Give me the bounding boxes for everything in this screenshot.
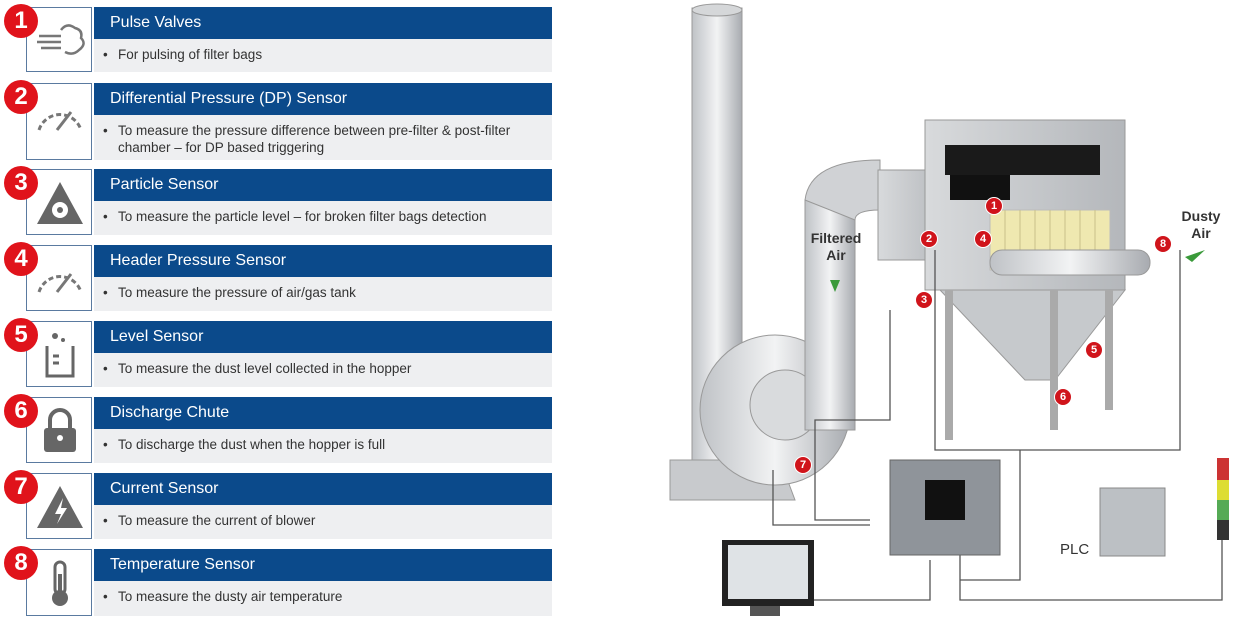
sensor-title: Header Pressure Sensor	[94, 245, 552, 277]
sensor-item-3: Particle Sensor To measure the particle …	[0, 166, 552, 235]
sensor-description: To measure the dusty air temperature	[94, 581, 552, 616]
sensor-item-7: Current Sensor To measure the current of…	[0, 470, 552, 539]
number-badge: 2	[4, 80, 38, 114]
number-badge: 4	[4, 242, 38, 276]
lock-icon	[44, 408, 76, 452]
diagram-badge-4: 4	[974, 230, 992, 248]
sensor-description: For pulsing of filter bags	[94, 39, 552, 72]
number-badge: 5	[4, 318, 38, 352]
thermometer-icon	[52, 560, 68, 606]
number-badge: 1	[4, 4, 38, 38]
radiation-warning-icon	[37, 182, 83, 224]
sensor-title: Current Sensor	[94, 473, 552, 505]
sensor-item-1: Pulse Valves For pulsing of filter bags …	[0, 4, 552, 72]
sensor-description: To measure the pressure of air/gas tank	[94, 277, 552, 311]
sensor-item-6: Discharge Chute To discharge the dust wh…	[0, 394, 552, 463]
sensor-item-4: Header Pressure Sensor To measure the pr…	[0, 242, 552, 311]
sensor-title: Pulse Valves	[94, 7, 552, 39]
diagram-badge-6: 6	[1054, 388, 1072, 406]
sensor-title: Particle Sensor	[94, 169, 552, 201]
sensor-title: Temperature Sensor	[94, 549, 552, 581]
diagram-badge-3: 3	[915, 291, 933, 309]
number-badge: 8	[4, 546, 38, 580]
plc-label: PLC	[1060, 541, 1090, 558]
diagram-badge-5: 5	[1085, 341, 1103, 359]
sensor-description: To discharge the dust when the hopper is…	[94, 429, 552, 463]
sensor-description: To measure the dust level collected in t…	[94, 353, 552, 387]
sensor-icon-box	[26, 473, 92, 539]
filtered-air-label: Filtered Air	[810, 230, 862, 263]
sensor-description: To measure the particle level – for brok…	[94, 201, 552, 235]
sensor-item-5: Level Sensor To measure the dust level c…	[0, 318, 552, 387]
sensor-title: Discharge Chute	[94, 397, 552, 429]
dust-collector-diagram: Filtered Air Dusty Air PLC 1 2 3 4 5 6 7…	[660, 0, 1250, 616]
dust-collector-illustration	[669, 3, 1229, 616]
air-puff-icon	[37, 24, 85, 55]
sensor-title: Differential Pressure (DP) Sensor	[94, 83, 552, 115]
diagram-badge-8: 8	[1154, 235, 1172, 253]
dusty-air-label: Dusty Air	[1181, 208, 1221, 241]
diagram-badge-1: 1	[985, 197, 1003, 215]
electric-warning-icon	[37, 486, 83, 528]
sensor-item-2: Differential Pressure (DP) Sensor To mea…	[0, 80, 552, 160]
diagram-badge-7: 7	[794, 456, 812, 474]
sensor-item-8: Temperature Sensor To measure the dusty …	[0, 546, 552, 616]
diagram-badge-2: 2	[920, 230, 938, 248]
sensor-description: To measure the pressure difference betwe…	[94, 115, 552, 160]
sensor-description: To measure the current of blower	[94, 505, 552, 539]
sensor-icon-box	[26, 245, 92, 311]
gauge-icon	[37, 111, 83, 131]
sensor-title: Level Sensor	[94, 321, 552, 353]
number-badge: 6	[4, 394, 38, 428]
number-badge: 3	[4, 166, 38, 200]
beaker-icon	[45, 333, 75, 378]
gauge-icon	[37, 273, 83, 293]
number-badge: 7	[4, 470, 38, 504]
